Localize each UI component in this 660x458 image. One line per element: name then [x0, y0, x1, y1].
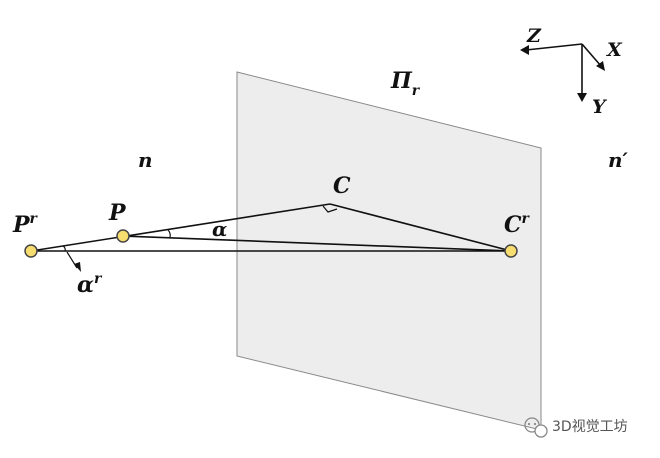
- label-alpha-r: αr: [77, 271, 103, 298]
- label-axis-y: Y: [592, 96, 608, 118]
- label-pr: Pr: [12, 211, 39, 238]
- label-p: P: [108, 200, 127, 226]
- axis-x-line: [581, 43, 602, 67]
- watermark-text: 3D视觉工坊: [552, 419, 628, 435]
- point-pr-dot: [24, 244, 38, 258]
- label-axis-x: X: [606, 39, 623, 61]
- wechat-icon: [524, 417, 548, 438]
- point-p-dot: [116, 229, 130, 243]
- label-cr: Cr: [504, 211, 531, 238]
- ray-p-cr: [122, 235, 512, 252]
- angle-arc-alpha: [167, 229, 171, 239]
- label-axis-z: Z: [526, 25, 542, 47]
- label-medium-n-prime: n′: [608, 148, 629, 172]
- ray-c-cr: [329, 203, 512, 252]
- right-angle-mark: [322, 205, 338, 213]
- label-medium-n: n: [138, 148, 153, 172]
- angle-arc-alpha-r: [62, 245, 66, 252]
- axis-y-arrowhead: [577, 93, 587, 102]
- label-alpha: α: [212, 217, 227, 241]
- watermark: 3D视觉工坊: [524, 417, 628, 438]
- point-cr-dot: [504, 244, 518, 258]
- label-c: C: [333, 173, 351, 199]
- ray-pr-c: [30, 203, 331, 252]
- label-plane: Πr: [390, 68, 421, 99]
- axis-z-line: [525, 43, 583, 51]
- axis-triad: Z X Y: [520, 25, 623, 118]
- axis-z-arrowhead: [520, 45, 529, 55]
- alpha-r-arrowhead: [74, 262, 81, 272]
- axis-x-arrowhead: [596, 61, 605, 71]
